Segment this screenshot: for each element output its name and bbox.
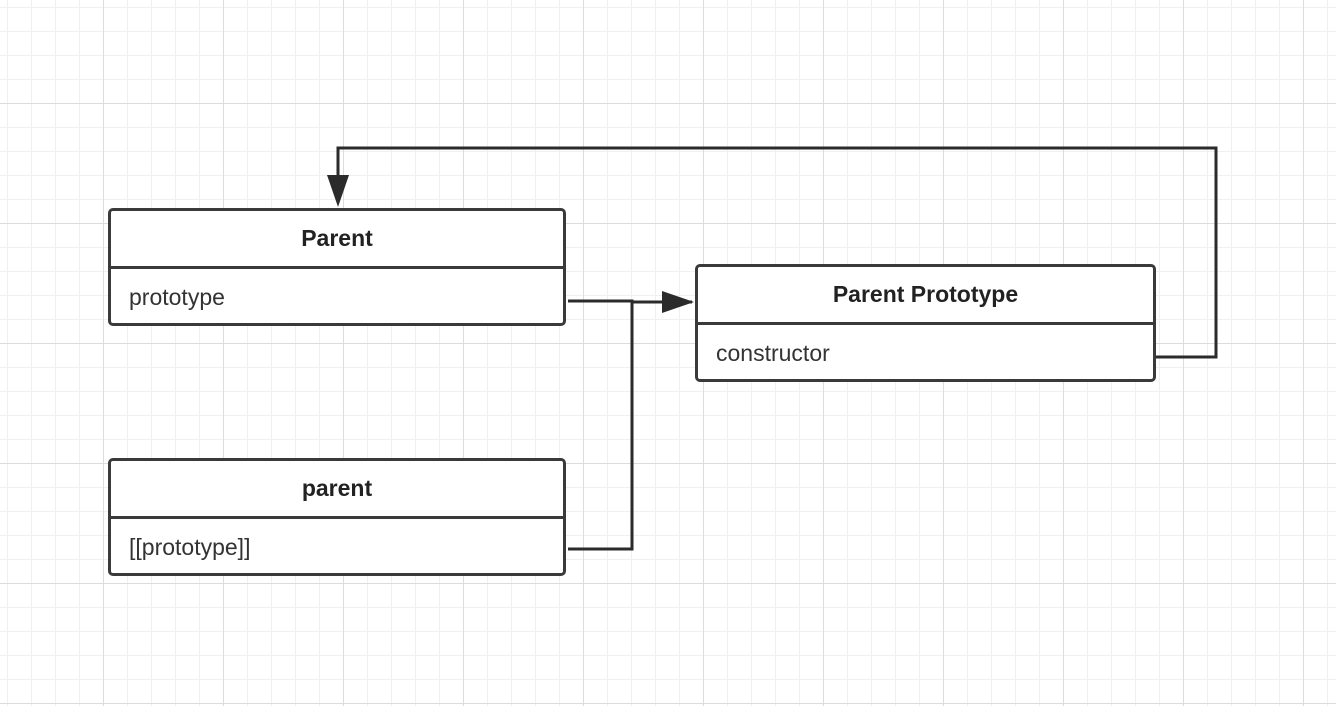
parent-instance-field-internal-prototype: [[prototype]] [129, 534, 251, 560]
parent-class-field-prototype: prototype [129, 284, 225, 310]
connector-instance-prototype-to-parent-prototype [568, 302, 634, 551]
parent-prototype-field-constructor: constructor [716, 340, 830, 366]
connector-constructor-to-parent [336, 146, 1218, 359]
parent-instance-box[interactable]: parent [[prototype]] [108, 458, 566, 576]
parent-class-title: Parent [111, 211, 563, 269]
arrowhead-into-parent [327, 175, 349, 207]
arrowhead-into-parent-prototype [662, 291, 694, 313]
parent-prototype-title: Parent Prototype [698, 267, 1153, 325]
parent-instance-title: parent [111, 461, 563, 519]
parent-prototype-box[interactable]: Parent Prototype constructor [695, 264, 1156, 382]
parent-class-box[interactable]: Parent prototype [108, 208, 566, 326]
